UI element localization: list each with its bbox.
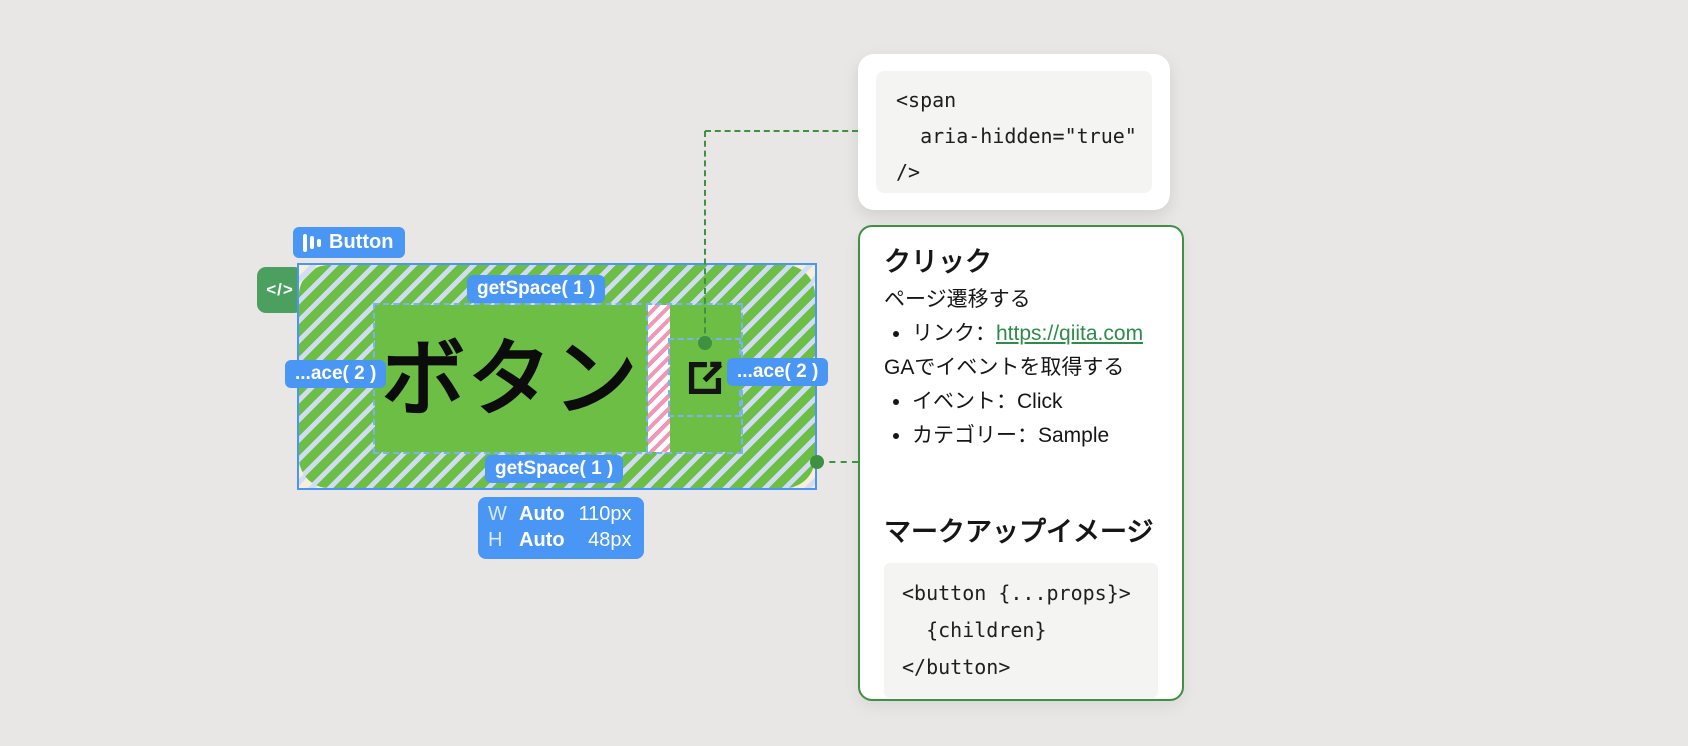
button-label-zone: ボタン <box>375 305 648 452</box>
spacing-label-left: ...ace( 2 ) <box>285 360 387 388</box>
code-snippet-badge[interactable]: </> <box>257 267 303 313</box>
width-value: 110px <box>578 503 632 525</box>
navigate-text: ページ遷移する <box>884 288 1031 311</box>
size-label: W Auto 110px H Auto 48px <box>478 497 644 559</box>
connector-dot-icon <box>698 336 712 350</box>
spacing-label-top: getSpace( 1 ) <box>467 275 606 303</box>
connector-horizontal-right-line <box>818 461 858 463</box>
spacing-label-bottom: getSpace( 1 ) <box>485 455 624 483</box>
button-content-row: ボタン <box>373 303 743 454</box>
link-label: リンク： <box>912 322 996 345</box>
button-preview-text: ボタン <box>381 331 640 426</box>
ga-text: GAでイベントを取得する <box>884 356 1125 379</box>
connector-dot-right <box>810 455 824 469</box>
code-line: aria-hidden="true" <box>896 124 1137 148</box>
component-icon <box>303 233 321 253</box>
connector-horizontal-top-line <box>705 130 858 132</box>
spec-annotation-card: クリック ページ遷移する リンク：https://qiita.com GAでイベ… <box>858 225 1184 701</box>
height-dim: H <box>488 529 503 551</box>
gap-stripes <box>648 305 670 452</box>
connector-vertical-line <box>704 131 706 343</box>
spacing-label-right: ...ace( 2 ) <box>727 358 829 386</box>
code-tooltip-card: <span aria-hidden="true" /> <box>858 54 1170 210</box>
qiita-link[interactable]: https://qiita.com <box>996 322 1144 345</box>
click-section-title: クリック <box>884 247 992 277</box>
external-link-icon <box>688 361 722 394</box>
code-line: <span <box>896 88 957 112</box>
code-line: </button> <box>902 655 1011 679</box>
code-line: {children} <box>902 618 1047 642</box>
code-brackets-icon: </> <box>266 280 294 299</box>
code-line: /> <box>896 160 921 184</box>
component-tag-label[interactable]: Button <box>293 227 406 258</box>
event-list-item: イベント：Click <box>912 385 1158 419</box>
width-dim: W <box>488 503 507 525</box>
code-line: <button {...props}> <box>902 581 1131 605</box>
category-list-item: カテゴリー：Sample <box>912 419 1158 453</box>
markup-section-title: マークアップイメージ <box>884 517 1154 547</box>
height-value: 48px <box>588 529 632 551</box>
link-list-item: リンク：https://qiita.com <box>912 317 1158 351</box>
width-mode: Auto <box>519 503 565 525</box>
markup-code-block: <button {...props}> {children} </button> <box>884 563 1158 698</box>
component-tag-text: Button <box>329 231 394 253</box>
height-mode: Auto <box>519 529 565 551</box>
code-tooltip-block: <span aria-hidden="true" /> <box>876 71 1152 193</box>
